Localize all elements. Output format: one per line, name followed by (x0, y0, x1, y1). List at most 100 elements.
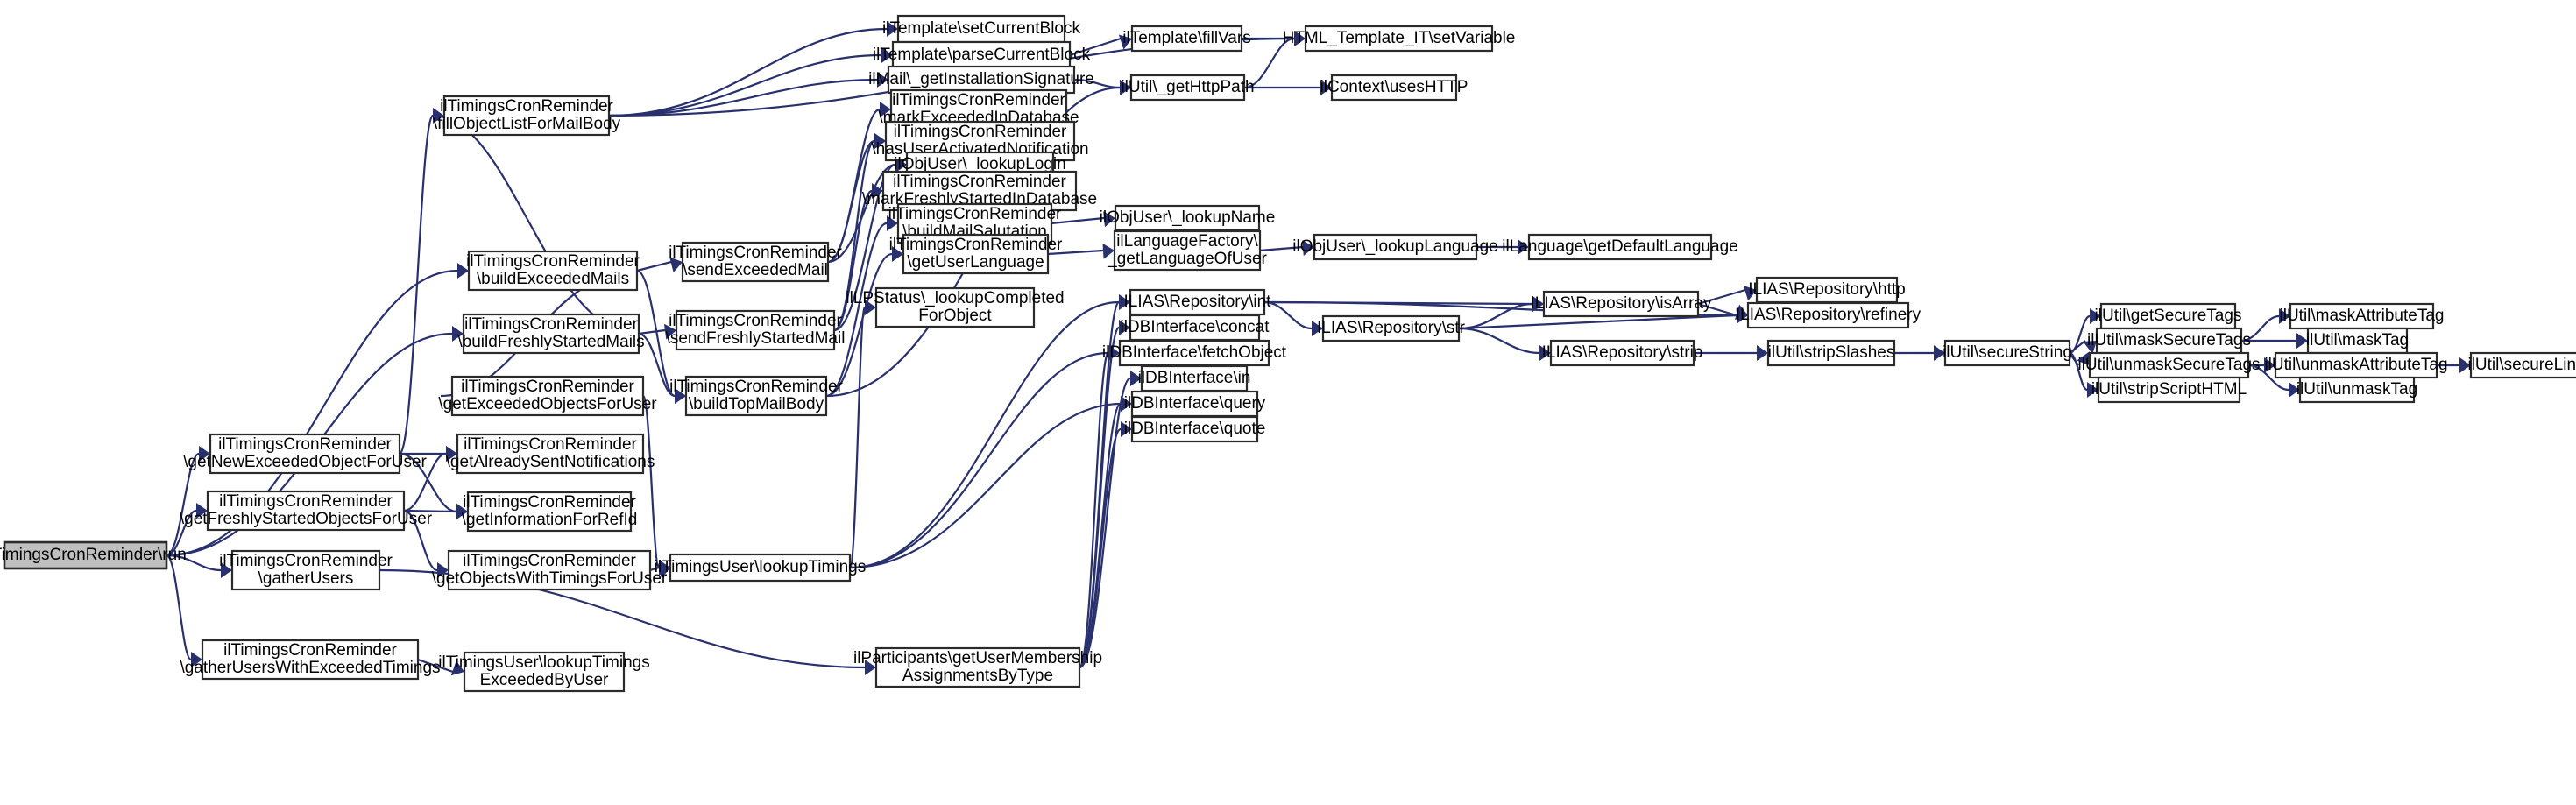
node-box[interactable] (1130, 25, 1243, 53)
graph-node-dbQuote[interactable]: ilDBInterface\quote (1124, 415, 1266, 443)
node-box[interactable] (896, 14, 1066, 44)
node-box[interactable] (874, 646, 1081, 688)
node-box[interactable] (1549, 339, 1695, 367)
node-box[interactable] (1129, 314, 1261, 342)
node-box[interactable] (447, 549, 652, 591)
node-box[interactable] (684, 375, 828, 417)
graph-node-stripScriptHTML[interactable]: ilUtil\stripScriptHTML (2091, 376, 2247, 404)
graph-node-repoStrip[interactable]: ILIAS\Repository\strip (1542, 339, 1703, 367)
node-box[interactable] (462, 313, 640, 355)
node-box[interactable] (1527, 233, 1713, 261)
graph-node-getAlreadySentNotifications[interactable]: ilTimingsCronReminder\getAlreadySentNoti… (446, 433, 655, 475)
node-box[interactable] (230, 549, 381, 591)
graph-node-unmaskSecureTags[interactable]: ilUtil\unmaskSecureTags (2077, 351, 2261, 379)
graph-node-dbQuery[interactable]: ilDBInterface\query (1124, 390, 1266, 418)
graph-node-getUserMembershipAssignmentsByType[interactable]: ilParticipants\getUserMembershipAssignme… (853, 646, 1102, 688)
graph-node-dbIn[interactable]: ilDBInterface\in (1138, 364, 1251, 392)
node-box[interactable] (442, 95, 611, 137)
graph-node-repoRefinery[interactable]: ILIAS\Repository\refinery (1736, 301, 1921, 329)
node-box[interactable] (1129, 288, 1266, 316)
graph-node-dbFetchObject[interactable]: ilDBInterface\fetchObject (1102, 339, 1287, 367)
graph-node-gatherUsersWithExceededTimings[interactable]: ilTimingsCronReminder\gatherUsersWithExc… (180, 639, 441, 681)
graph-node-maskTag[interactable]: ilUtil\maskTag (2306, 327, 2409, 355)
graph-node-repoInt[interactable]: ILIAS\Repository\int (1124, 288, 1272, 316)
node-box[interactable] (1114, 204, 1261, 232)
node-box[interactable] (1313, 233, 1478, 261)
graph-node-fillObjectListForMailBody[interactable]: ilTimingsCronReminder\fillObjectListForM… (433, 95, 621, 137)
node-box[interactable] (1118, 339, 1270, 367)
node-box[interactable] (902, 233, 1050, 275)
graph-node-stripSlashes[interactable]: ilUtil\stripSlashes (1766, 339, 1896, 367)
graph-node-usesHTTP[interactable]: ilContext\usesHTTP (1320, 74, 1468, 102)
graph-node-run[interactable]: ilTimingsCronReminder\run (0, 540, 187, 570)
graph-node-buildExceededMails[interactable]: ilTimingsCronReminder\buildExceededMails (466, 250, 640, 292)
node-box[interactable] (2274, 351, 2438, 379)
node-box[interactable] (2095, 327, 2243, 355)
node-box[interactable] (209, 433, 401, 475)
node-box[interactable] (675, 309, 836, 351)
graph-node-fillVars[interactable]: ilTemplate\fillVars (1122, 25, 1251, 53)
node-box[interactable] (669, 553, 852, 583)
graph-node-getExceededObjectsForUser[interactable]: ilTimingsCronReminder\getExceededObjects… (438, 375, 657, 417)
node-box[interactable] (874, 286, 1036, 328)
graph-node-dbConcat[interactable]: ilDBInterface\concat (1120, 314, 1270, 342)
node-box[interactable] (2306, 327, 2409, 355)
graph-node-getInstallationSignature[interactable]: ilMail\_getInstallationSignature (868, 65, 1094, 95)
graph-node-getDefaultLanguage[interactable]: ilLanguage\getDefaultLanguage (1502, 233, 1738, 261)
node-box[interactable] (681, 241, 830, 283)
graph-node-getSecureTags[interactable]: ilUtil\getSecureTags (2095, 302, 2242, 330)
graph-node-secureLink[interactable]: ilUtil\secureLink (2467, 351, 2576, 379)
node-box[interactable] (2088, 351, 2250, 379)
graph-node-setVariable[interactable]: HTML_Template_IT\setVariable (1283, 25, 1516, 53)
node-box[interactable] (466, 491, 633, 533)
root-node-box[interactable] (3, 540, 168, 570)
node-box[interactable] (1130, 390, 1259, 418)
graph-node-buildFreshlyStartedMails[interactable]: ilTimingsCronReminder\buildFreshlyStarte… (457, 313, 645, 355)
graph-node-repoIsArray[interactable]: ILIAS\Repository\isArray (1531, 290, 1712, 318)
node-box[interactable] (1304, 25, 1494, 53)
graph-node-getHttpPath[interactable]: ilUtil\_getHttpPath (1121, 74, 1255, 102)
node-box[interactable] (2298, 376, 2416, 404)
graph-node-secureString[interactable]: ilUtil\secureString (1943, 339, 2072, 367)
graph-node-lookupLanguage[interactable]: ilObjUser\_lookupLanguage (1292, 233, 1498, 261)
node-box[interactable] (456, 433, 645, 475)
graph-node-getUserLanguage[interactable]: ilTimingsCronReminder\getUserLanguage (889, 233, 1063, 275)
graph-node-lookupName[interactable]: ilObjUser\_lookupName (1100, 204, 1276, 232)
node-box[interactable] (1542, 290, 1700, 318)
node-box[interactable] (2097, 376, 2241, 404)
node-box[interactable] (206, 490, 406, 532)
node-box[interactable] (1755, 276, 1899, 304)
graph-node-getObjectsWithTimingsForUser[interactable]: ilTimingsCronReminder\getObjectsWithTimi… (432, 549, 668, 591)
graph-node-setCurrentBlock[interactable]: ilTemplate\setCurrentBlock (882, 14, 1080, 44)
graph-node-getInformationForRefId[interactable]: ilTimingsCronReminder\getInformationForR… (462, 491, 638, 533)
graph-node-repoHttp[interactable]: ILIAS\Repository\http (1748, 276, 1906, 304)
node-box[interactable] (1321, 314, 1461, 342)
graph-node-maskAttributeTag[interactable]: ilUtil\maskAttributeTag (2280, 302, 2445, 330)
graph-node-buildTopMailBody[interactable]: ilTimingsCronReminder\buildTopMailBody (669, 375, 844, 417)
node-box[interactable] (1746, 301, 1910, 329)
node-box[interactable] (1130, 415, 1259, 443)
node-box[interactable] (467, 250, 639, 292)
node-box[interactable] (1129, 74, 1246, 102)
graph-node-lookupTimings[interactable]: ilTimingsUser\lookupTimings (655, 553, 866, 583)
node-box[interactable] (1140, 364, 1249, 392)
graph-node-unmaskAttributeTag[interactable]: ilUtil\unmaskAttributeTag (2264, 351, 2448, 379)
graph-node-sendExceededMail[interactable]: ilTimingsCronReminder\sendExceededMail (669, 241, 843, 283)
graph-node-sendFreshlyStartedMail[interactable]: ilTimingsCronReminder\sendFreshlyStarted… (666, 309, 846, 351)
node-box[interactable] (201, 639, 420, 681)
node-box[interactable] (2469, 351, 2576, 379)
node-box[interactable] (1113, 229, 1262, 272)
graph-node-lookupTimingsExceededByUser[interactable]: ilTimingsUser\lookupTimingsExceededByUse… (438, 651, 650, 693)
node-box[interactable] (450, 375, 645, 417)
graph-node-getLanguageOfUser[interactable]: ilLanguageFactory\_getLanguageOfUser (1107, 229, 1268, 272)
node-box[interactable] (463, 651, 626, 693)
node-box[interactable] (1330, 74, 1458, 102)
graph-node-gatherUsers[interactable]: ilTimingsCronReminder\gatherUsers (219, 549, 393, 591)
node-box[interactable] (1943, 339, 2071, 367)
graph-node-parseCurrentBlock[interactable]: ilTemplate\parseCurrentBlock (873, 40, 1091, 70)
graph-node-getNewExceededObjectForUser[interactable]: ilTimingsCronReminder\getNewExceededObje… (183, 433, 428, 475)
node-box[interactable] (1766, 339, 1896, 367)
graph-node-maskSecureTags[interactable]: ilUtil\maskSecureTags (2087, 327, 2251, 355)
node-box[interactable] (2099, 302, 2237, 330)
